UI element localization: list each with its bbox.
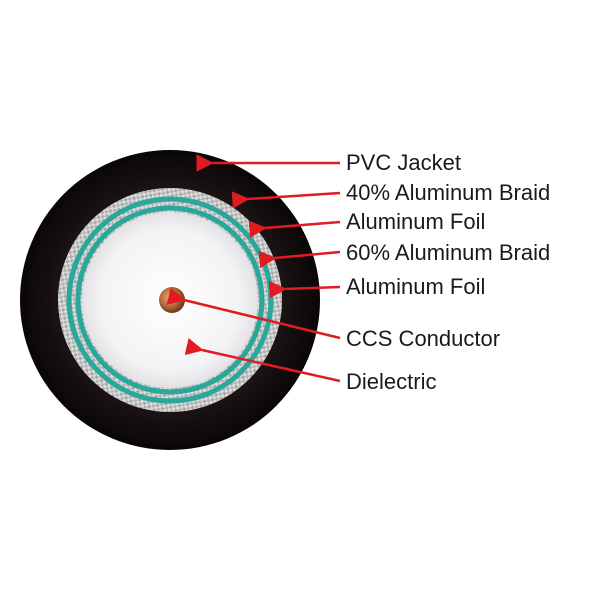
leader-arrows: [166, 154, 341, 383]
arrow-foil-inner: [268, 280, 341, 299]
foil-inner-layer: [75, 205, 265, 395]
label-conductor: CCS Conductor: [346, 326, 500, 351]
label-dielectric: Dielectric: [346, 369, 436, 394]
arrow-braid-40: [231, 191, 341, 209]
foil-outer-layer: [66, 196, 274, 404]
arrow-dielectric: [184, 338, 341, 383]
label-braid-60: 60% Aluminum Braid: [346, 240, 550, 265]
arrow-braid-60: [258, 250, 341, 269]
label-braid-40: 40% Aluminum Braid: [346, 180, 550, 205]
ccs-conductor: [159, 287, 185, 313]
label-pvc-jacket: PVC Jacket: [346, 150, 461, 175]
arrow-foil-outer: [248, 220, 341, 238]
label-foil-outer: Aluminum Foil: [346, 209, 485, 234]
label-foil-inner: Aluminum Foil: [346, 274, 485, 299]
arrow-conductor: [166, 287, 341, 340]
